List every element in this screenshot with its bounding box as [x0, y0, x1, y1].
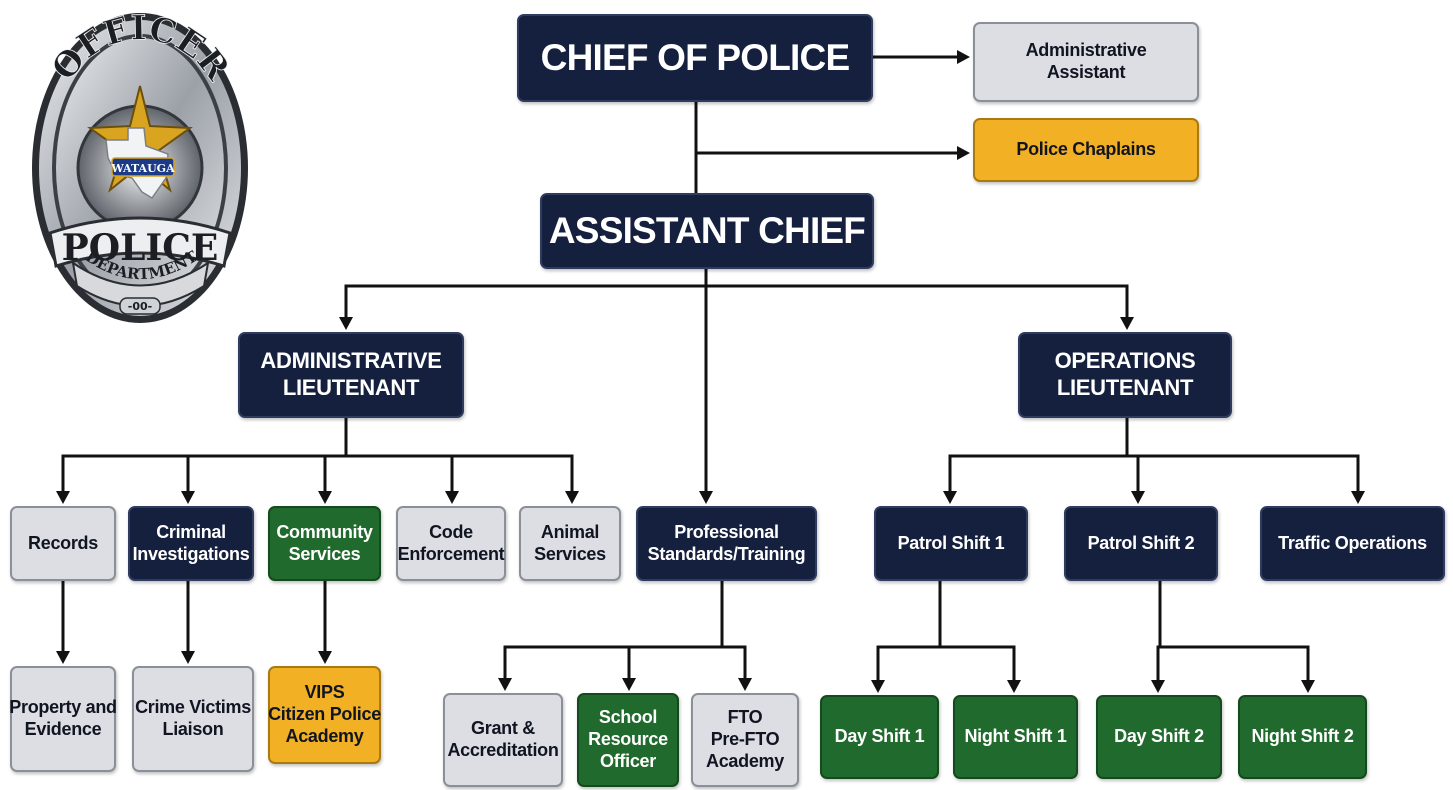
node-label-line: Community — [276, 521, 373, 542]
node-label-line: Day Shift 2 — [1114, 726, 1204, 747]
arrowhead — [943, 491, 957, 504]
node-day-shift-1: Day Shift 1 — [820, 695, 939, 779]
badge-number: -00- — [128, 300, 152, 313]
arrowhead — [699, 491, 713, 504]
arrowhead — [181, 491, 195, 504]
node-label-line: Crime Victims — [135, 697, 251, 718]
node-label-line: Assistant — [1046, 62, 1126, 82]
arrowhead — [56, 651, 70, 664]
node-label-line: Professional — [674, 521, 779, 542]
node-label-line: Officer — [600, 750, 656, 771]
badge-city-text: WATAUGA — [110, 162, 175, 175]
node-label-line: FTO — [727, 707, 763, 728]
node-label-line: Night Shift 2 — [1251, 726, 1354, 747]
node-label-line: Administrative — [1025, 40, 1147, 61]
node-label-line: Animal — [540, 521, 600, 542]
arrowhead — [1151, 680, 1165, 693]
node-label-line: Evidence — [24, 719, 102, 739]
node-label-line: CHIEF OF POLICE — [540, 37, 850, 79]
arrowhead — [565, 491, 579, 504]
node-label-line: ASSISTANT CHIEF — [548, 210, 866, 252]
node-police-chaplains: Police Chaplains — [973, 118, 1199, 182]
node-label-line: Academy — [285, 725, 364, 746]
node-label-line: Records — [28, 532, 98, 553]
node-label-line: Accreditation — [447, 740, 559, 760]
node-label-line: Enforcement — [397, 543, 505, 564]
node-label-line: Citizen Police — [268, 704, 381, 725]
arrowhead — [1120, 317, 1134, 330]
arrowhead — [1301, 680, 1315, 693]
arrowhead — [1131, 491, 1145, 504]
node-label-line: Investigations — [132, 543, 250, 564]
node-night-shift-1: Night Shift 1 — [953, 695, 1078, 779]
node-label-line: Property and — [9, 697, 117, 718]
node-grant-accreditation: Grant &Accreditation — [443, 693, 563, 787]
node-patrol-shift-2: Patrol Shift 2 — [1064, 506, 1218, 581]
arrowhead — [318, 491, 332, 504]
arrowhead — [339, 317, 353, 330]
node-label-line: Academy — [706, 750, 784, 771]
node-label-line: Grant & — [471, 718, 535, 739]
node-label-line: Day Shift 1 — [834, 726, 925, 747]
arrowhead — [498, 678, 512, 691]
arrowhead — [181, 651, 195, 664]
node-label-line: Night Shift 1 — [964, 726, 1067, 747]
arrowhead — [957, 50, 970, 64]
node-label-line: Criminal — [156, 521, 226, 542]
node-label-line: Services — [534, 543, 606, 564]
node-label-line: Pre-FTO — [710, 729, 780, 750]
node-label-line: Liaison — [162, 719, 224, 739]
node-label-line: Patrol Shift 1 — [897, 532, 1005, 553]
node-traffic-operations: Traffic Operations — [1260, 506, 1445, 581]
arrowhead — [622, 678, 636, 691]
node-label-line: Services — [288, 543, 361, 564]
node-label-line: Code — [429, 521, 473, 542]
node-label-line: VIPS — [304, 682, 345, 703]
arrowhead — [1007, 680, 1021, 693]
node-label-line: Resource — [588, 729, 668, 750]
node-label-line: School — [598, 707, 658, 728]
node-label-line: Traffic Operations — [1278, 532, 1427, 553]
arrowhead — [871, 680, 885, 693]
node-patrol-shift-1: Patrol Shift 1 — [874, 506, 1028, 581]
node-label-line: Standards/Training — [647, 543, 806, 564]
node-label-line: Police Chaplains — [1016, 139, 1156, 160]
node-label-line: Patrol Shift 2 — [1087, 532, 1195, 553]
node-night-shift-2: Night Shift 2 — [1238, 695, 1367, 779]
node-label-line: LIEUTENANT — [1056, 375, 1194, 400]
node-label-line: LIEUTENANT — [282, 375, 420, 400]
node-records: Records — [10, 506, 116, 581]
node-label-line: ADMINISTRATIVE — [260, 348, 442, 374]
node-day-shift-2: Day Shift 2 — [1096, 695, 1222, 779]
arrowhead — [445, 491, 459, 504]
badge-mid-text: POLICE — [62, 227, 219, 269]
police-badge-logo: OFFICER WATAUGA POLICE DEPARTMENT -00- — [32, 8, 248, 323]
arrowhead — [1351, 491, 1365, 504]
node-chief-of-police: CHIEF OF POLICE — [517, 14, 873, 102]
arrowhead — [318, 651, 332, 664]
arrowhead — [56, 491, 70, 504]
node-label-line: OPERATIONS — [1054, 348, 1196, 374]
arrowhead — [957, 146, 970, 160]
arrowhead — [738, 678, 752, 691]
node-assistant-chief: ASSISTANT CHIEF — [540, 193, 874, 269]
